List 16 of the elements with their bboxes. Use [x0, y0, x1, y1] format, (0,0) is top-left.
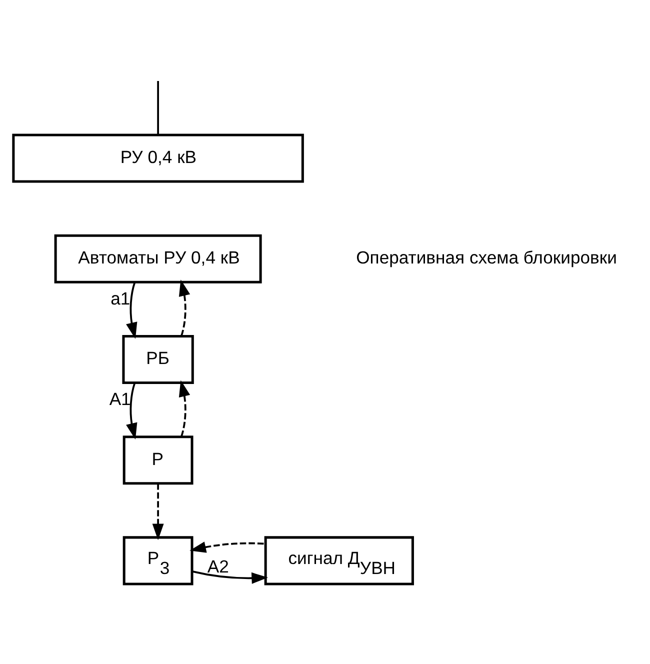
- arrow: [178, 380, 190, 437]
- edge-label: А2: [207, 556, 229, 577]
- arrow: [152, 484, 164, 540]
- edge-label: а1: [110, 288, 130, 308]
- arrow: [126, 282, 138, 339]
- node-box: Р: [122, 436, 194, 485]
- connector: [157, 80, 159, 135]
- arrow: [178, 280, 190, 336]
- node-box: РБ: [122, 334, 194, 384]
- arrow: [126, 382, 138, 440]
- arrow: [190, 542, 266, 553]
- label: Оперативная схема блокировки: [356, 248, 617, 268]
- node-box: Автоматы РУ 0,4 кВ: [54, 234, 262, 284]
- edge-label: А1: [109, 388, 131, 409]
- node-box: РУ 0,4 кВ: [12, 134, 304, 183]
- arrow: [192, 570, 268, 584]
